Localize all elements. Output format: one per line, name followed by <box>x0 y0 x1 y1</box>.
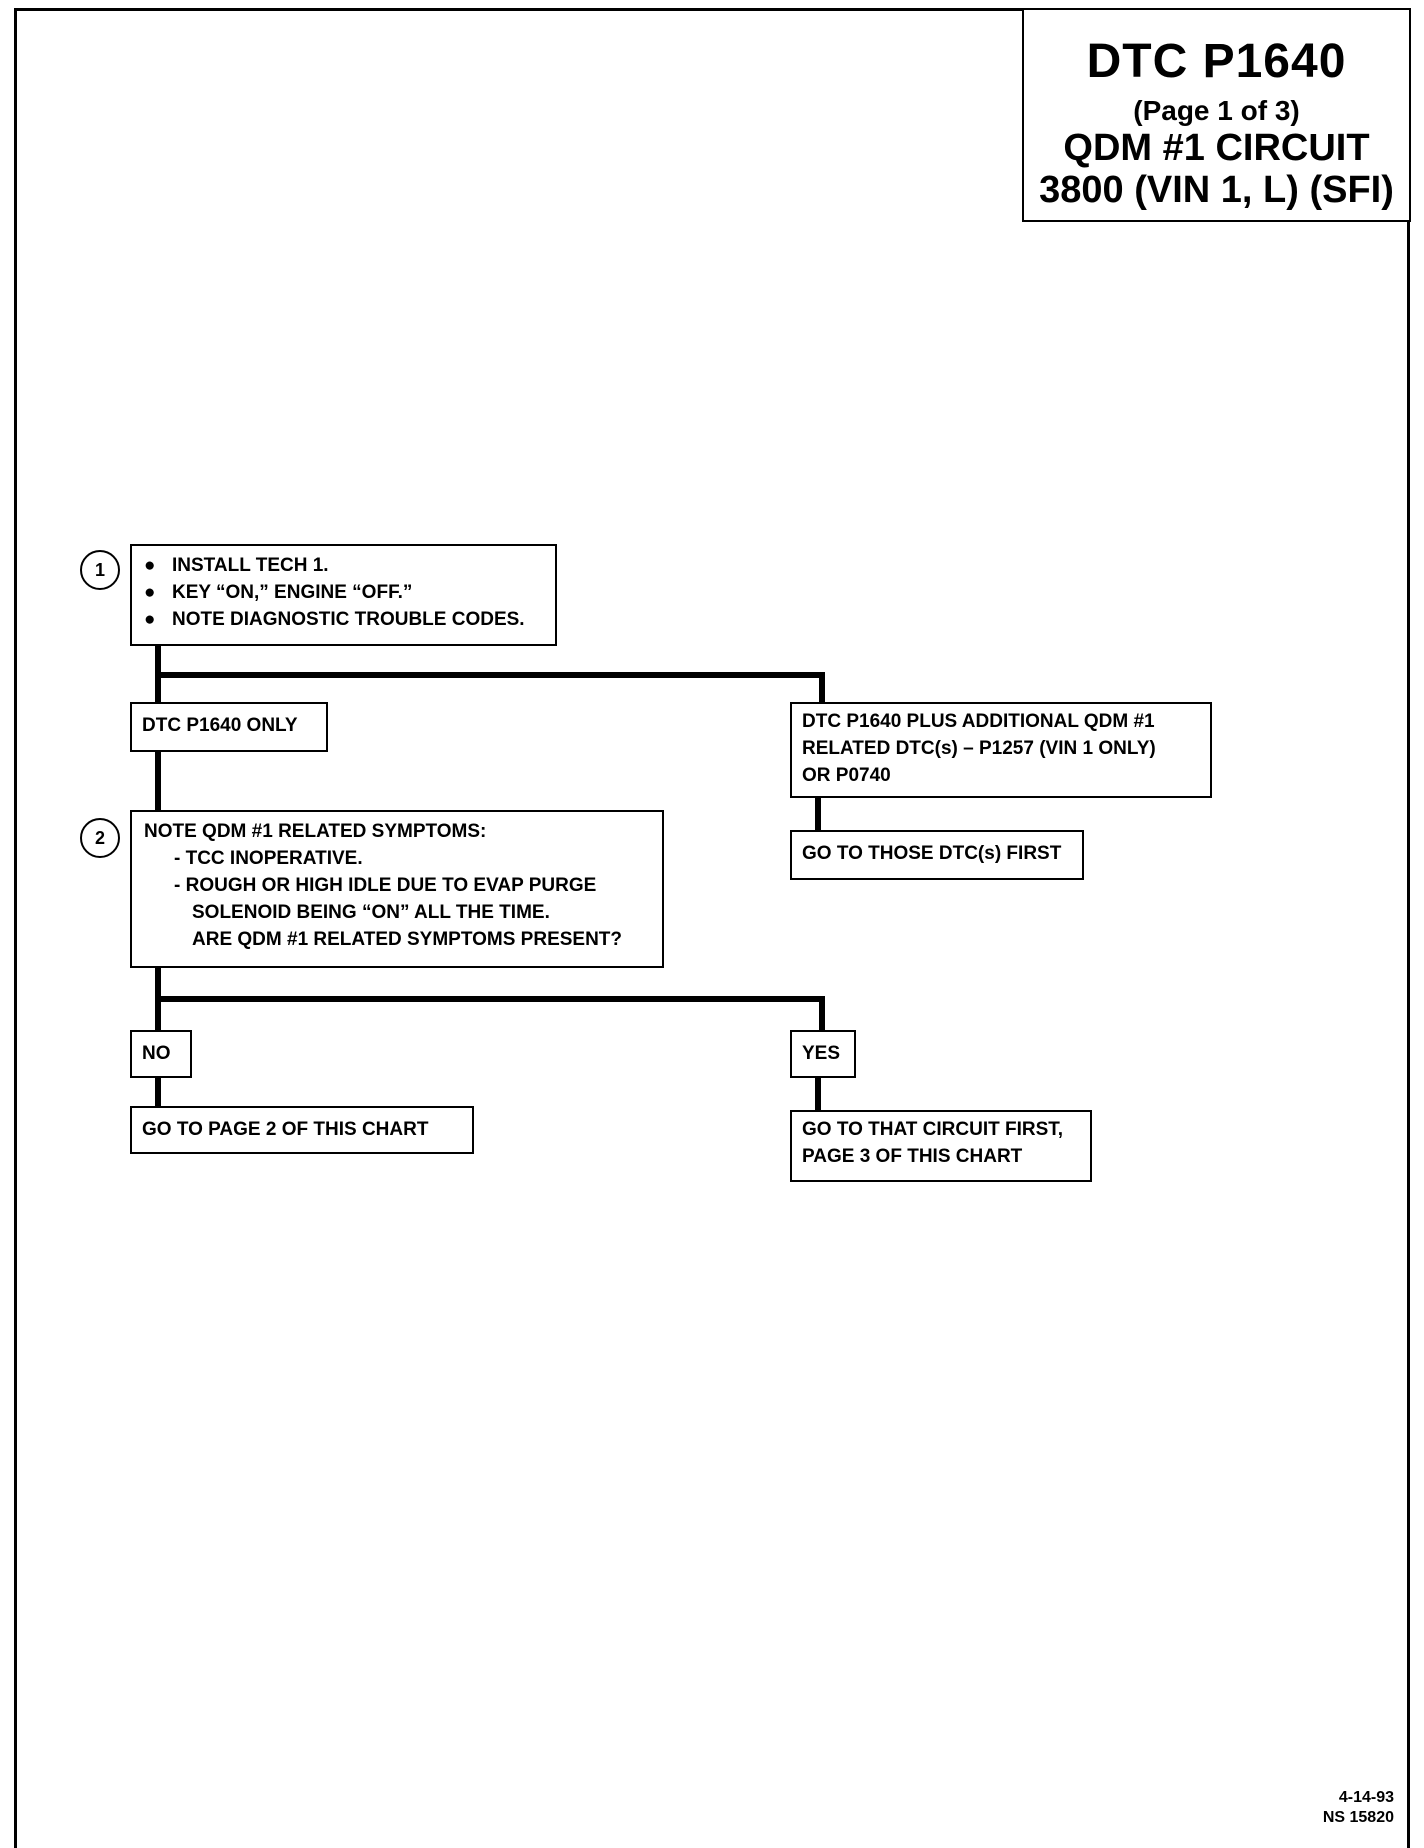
circuit-name: QDM #1 CIRCUIT <box>1063 127 1370 169</box>
go-to-circuit-box: GO TO THAT CIRCUIT FIRST, PAGE 3 OF THIS… <box>790 1110 1092 1182</box>
footer-reference: 4-14-93 NS 15820 <box>1323 1788 1394 1828</box>
step-2-box: NOTE QDM #1 RELATED SYMPTOMS: - TCC INOP… <box>130 810 664 968</box>
engine-spec: 3800 (VIN 1, L) (SFI) <box>1039 169 1394 211</box>
yes-answer-box: YES <box>790 1030 856 1078</box>
bullet-icon: ● <box>144 609 156 630</box>
connector-branch2-horizontal <box>155 996 825 1002</box>
dtc-only-box: DTC P1640 ONLY <box>130 702 328 752</box>
bullet-icon: ● <box>144 555 156 576</box>
title-block: DTC P1640 (Page 1 of 3) QDM #1 CIRCUIT 3… <box>1022 8 1411 222</box>
no-answer-box: NO <box>130 1030 192 1078</box>
step-2-marker: 2 <box>80 818 120 858</box>
connector-only-to-step2 <box>155 750 161 812</box>
step-1-item: ●INSTALL TECH 1. <box>144 552 543 579</box>
connector-branch2-right-down <box>819 996 825 1034</box>
connector-branch1-right-down <box>819 672 825 704</box>
step-1-item: ●NOTE DIAGNOSTIC TROUBLE CODES. <box>144 606 543 633</box>
step-1-item: ●KEY “ON,” ENGINE “OFF.” <box>144 579 543 606</box>
step-1-marker: 1 <box>80 550 120 590</box>
footer-date: 4-14-93 <box>1338 1789 1394 1806</box>
connector-no-to-page2 <box>155 1076 161 1108</box>
go-to-dtcs-first-box: GO TO THOSE DTC(s) FIRST <box>790 830 1084 880</box>
page-number: (Page 1 of 3) <box>1133 95 1300 126</box>
step-1-box: ●INSTALL TECH 1. ●KEY “ON,” ENGINE “OFF.… <box>130 544 557 646</box>
connector-plus-to-gofirst <box>815 796 821 832</box>
dtc-plus-box: DTC P1640 PLUS ADDITIONAL QDM #1 RELATED… <box>790 702 1212 798</box>
connector-yes-to-circuit <box>815 1076 821 1112</box>
go-to-page2-box: GO TO PAGE 2 OF THIS CHART <box>130 1106 474 1154</box>
page-frame <box>14 8 1410 1848</box>
bullet-icon: ● <box>144 582 156 603</box>
page-title: DTC P1640 <box>1086 35 1347 88</box>
footer-code: NS 15820 <box>1322 1809 1394 1826</box>
connector-branch1-horizontal <box>155 672 825 678</box>
